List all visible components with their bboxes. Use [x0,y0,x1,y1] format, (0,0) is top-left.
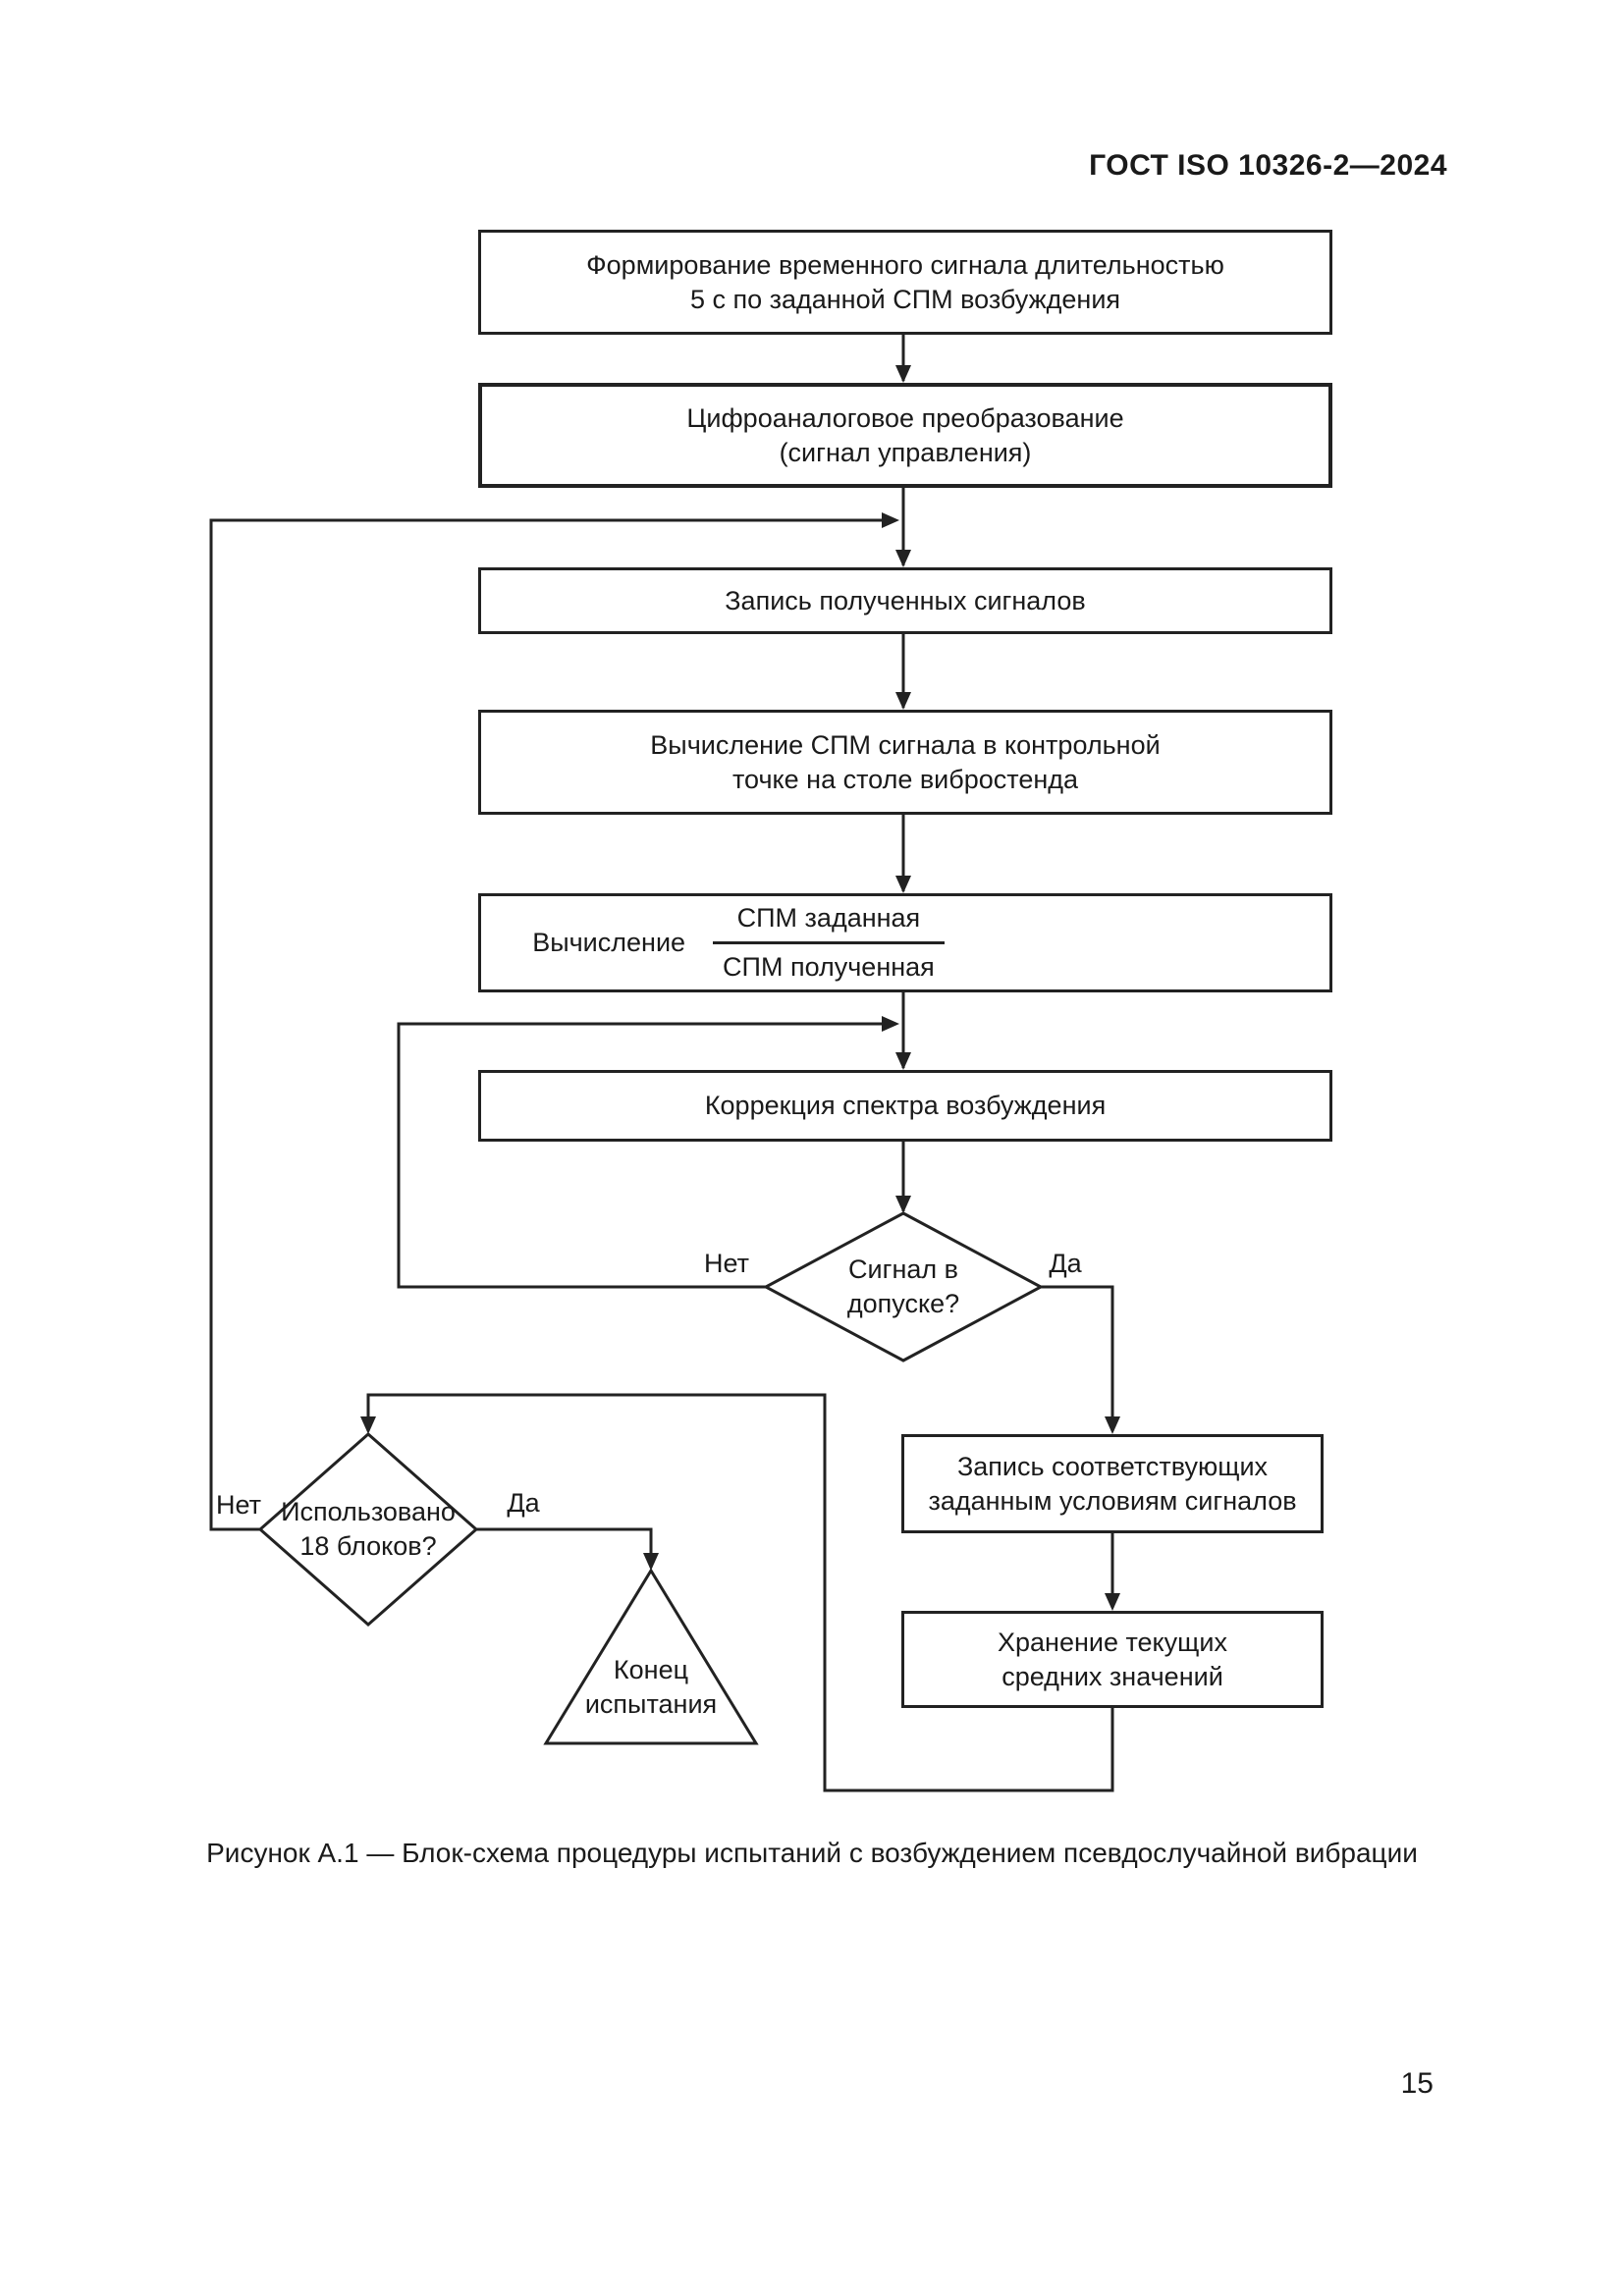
process-box-text: Запись соответствующих [956,1451,1269,1481]
page-header: ГОСТ ISO 10326-2—2024 [1089,149,1447,182]
process-box-text: Вычисление СПМ сигнала в контрольной [650,729,1161,760]
process-box-text: средних значений [1001,1661,1223,1691]
decision-signal-in-tolerance-text: Сигнал в допуске? [766,1251,1041,1323]
decision-signal-in-tolerance-shape [762,1211,1045,1362]
figure-caption: Рисунок А.1 — Блок-схема процедуры испыт… [206,1838,1418,1868]
terminator-end-of-test-shape [543,1568,759,1745]
decision-blocks-used-shape [257,1432,479,1627]
process-box-text: Коррекция спектра возбуждения [704,1091,1107,1120]
process-box-text: Запись полученных сигналов [725,585,1086,615]
label-signal-yes: Да [1049,1249,1082,1278]
process-box-text: 5 с по заданной СПМ возбуждения [689,284,1121,314]
process-box-record-matching: Запись соответствующих заданным условиям… [901,1434,1324,1533]
decision-text-line: допуске? [846,1289,960,1318]
process-box-text: заданным условиям сигналов [928,1485,1297,1516]
terminator-end-of-test-text: Конец испытания [543,1651,759,1724]
label-blocks-no: Нет [216,1490,261,1520]
label-signal-no: Нет [704,1249,749,1278]
process-box-compute-ratio: Вычисление СПМ заданная СПМ полученная [478,893,1332,992]
process-box-text: точке на столе вибростенда [731,764,1079,794]
decision-text-line: Сигнал в [848,1255,958,1284]
decision-text-line: Использовано [281,1497,456,1526]
ratio-label: Вычисление [532,928,686,957]
process-box-text: Хранение текущих [998,1627,1227,1657]
decision-blocks-used-text: Использовано 18 блоков? [250,1493,486,1566]
process-box-text: Цифроаналоговое преобразование [686,402,1124,433]
process-box-text: (сигнал управления) [779,437,1032,467]
process-box-compute-psd: Вычисление СПМ сигнала в контрольной точ… [478,710,1332,815]
process-box-generate-signal: Формирование временного сигнала длительн… [478,230,1332,335]
arrowheads [360,365,1120,1611]
label-blocks-yes: Да [507,1488,540,1518]
process-box-record-signals: Запись полученных сигналов [478,567,1332,634]
process-box-store-averages: Хранение текущих средних значений [901,1611,1324,1708]
connector-lines [209,335,1114,1792]
page-number: 15 [1400,2067,1434,2100]
process-box-dac: Цифроаналоговое преобразование (сигнал у… [478,383,1332,488]
process-box-correct-spectrum: Коррекция спектра возбуждения [478,1070,1332,1142]
ratio-fraction: СПМ заданная СПМ полученная [713,901,945,985]
process-box-text: Формирование временного сигнала длительн… [586,249,1224,280]
terminator-text-line: Конец [613,1655,689,1684]
ratio-numerator: СПМ заданная [713,901,945,944]
ratio-expression: Вычисление СПМ заданная СПМ полученная [532,901,945,985]
terminator-text-line: испытания [584,1689,718,1719]
decision-and-terminator-shapes [257,1211,1045,1745]
decision-text-line: 18 блоков? [299,1531,437,1561]
ratio-denominator: СПМ полученная [723,952,935,982]
